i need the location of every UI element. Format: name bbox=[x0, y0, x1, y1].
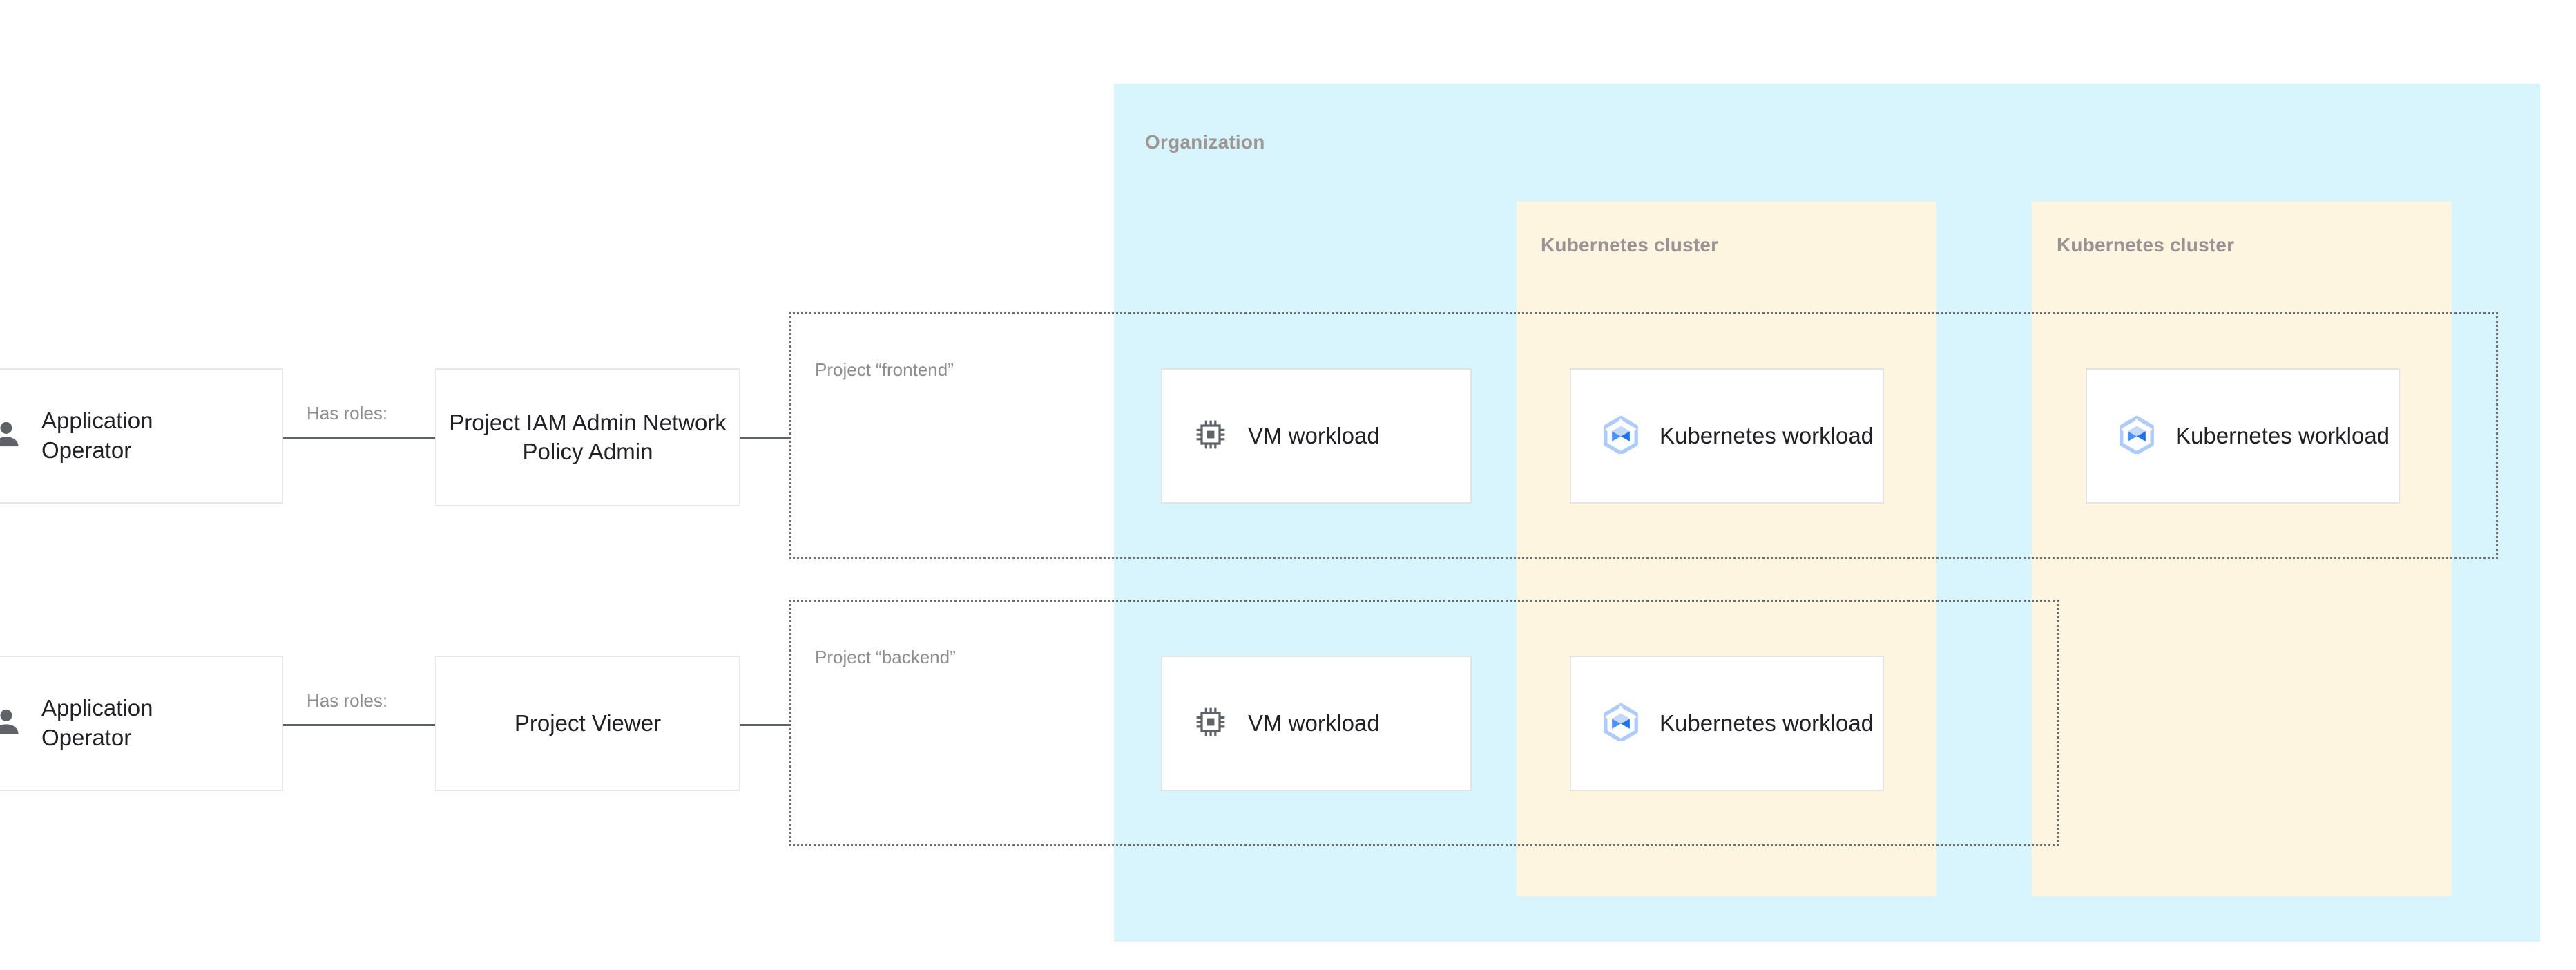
project-label-backend: Project “backend” bbox=[815, 647, 956, 667]
kubernetes-workload-icon bbox=[2117, 415, 2156, 457]
connector-actor1-to-role1 bbox=[283, 437, 436, 439]
person-icon bbox=[0, 417, 23, 455]
workload-label-vm-backend: VM workload bbox=[1248, 710, 1380, 736]
project-boundary-backend bbox=[789, 600, 2059, 846]
cpu-chip-icon bbox=[1193, 704, 1229, 743]
connector-label-has-roles-2: Has roles: bbox=[307, 690, 388, 711]
actor-card-application-operator-2[interactable]: Application Operator bbox=[0, 656, 283, 791]
role-card-project-iam-admin-network-policy-admin[interactable]: Project IAM Admin Network Policy Admin bbox=[435, 368, 740, 506]
kubernetes-workload-icon bbox=[1602, 415, 1640, 457]
workload-card-vm-backend[interactable]: VM workload bbox=[1161, 656, 1472, 791]
connector-label-has-roles-1: Has roles: bbox=[307, 403, 388, 424]
kubernetes-cluster-label-1: Kubernetes cluster bbox=[1541, 234, 1719, 256]
kubernetes-cluster-label-2: Kubernetes cluster bbox=[2057, 234, 2235, 256]
project-boundary-frontend bbox=[789, 312, 2498, 559]
connector-role1-to-project-frontend bbox=[739, 437, 791, 439]
workload-card-vm-frontend[interactable]: VM workload bbox=[1161, 368, 1472, 504]
workload-card-k8s-frontend-cluster2[interactable]: Kubernetes workload bbox=[2086, 368, 2400, 504]
workload-label-k8s-frontend-cluster1: Kubernetes workload bbox=[1660, 422, 1874, 448]
connector-role2-to-project-backend bbox=[739, 724, 791, 726]
role-label-1: Project IAM Admin Network Policy Admin bbox=[449, 409, 727, 464]
workload-card-k8s-backend-cluster1[interactable]: Kubernetes workload bbox=[1570, 656, 1884, 791]
kubernetes-workload-icon bbox=[1602, 703, 1640, 745]
actor-label-1: Application Operator bbox=[41, 408, 153, 463]
kubernetes-cluster-container-2 bbox=[2032, 202, 2452, 896]
actor-card-application-operator-1[interactable]: Application Operator bbox=[0, 368, 283, 504]
workload-label-k8s-frontend-cluster2: Kubernetes workload bbox=[2175, 422, 2390, 448]
cpu-chip-icon bbox=[1193, 417, 1229, 456]
person-icon bbox=[0, 705, 23, 743]
role-label-2: Project Viewer bbox=[514, 710, 662, 736]
workload-label-k8s-backend-cluster1: Kubernetes workload bbox=[1660, 710, 1874, 736]
role-card-project-viewer[interactable]: Project Viewer bbox=[435, 656, 740, 791]
organization-label: Organization bbox=[1145, 131, 1265, 153]
workload-label-vm-frontend: VM workload bbox=[1248, 422, 1380, 448]
actor-label-2: Application Operator bbox=[41, 695, 153, 750]
workload-card-k8s-frontend-cluster1[interactable]: Kubernetes workload bbox=[1570, 368, 1884, 504]
connector-actor2-to-role2 bbox=[283, 724, 436, 726]
project-label-frontend: Project “frontend” bbox=[815, 359, 954, 380]
